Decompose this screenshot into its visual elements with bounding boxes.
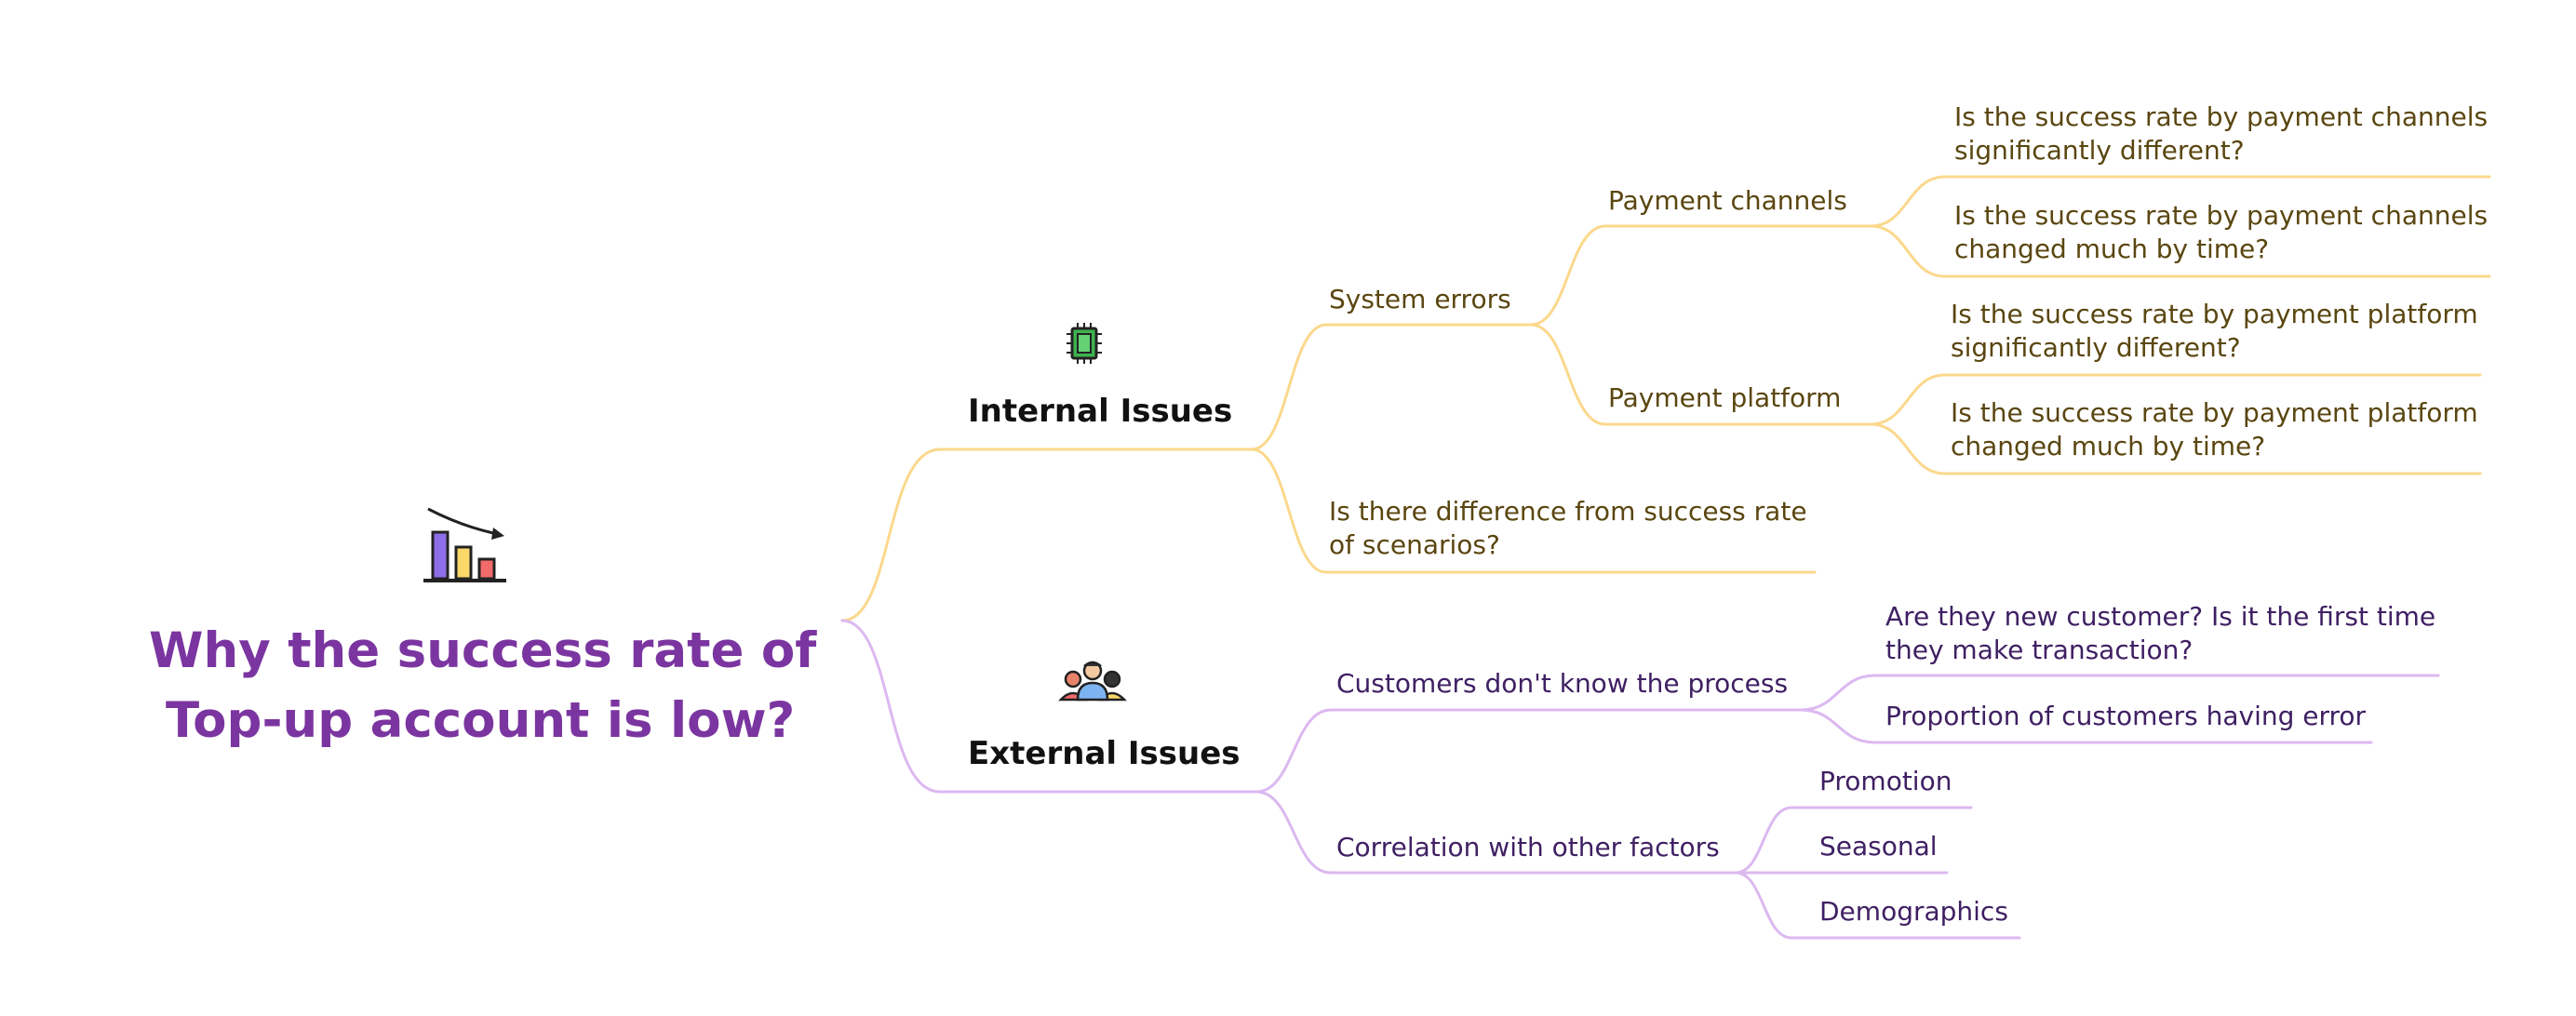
question-platform-different-line-1: Is the success rate by payment platform [1951,299,2478,329]
external-branch-lines [840,619,2440,940]
topic-proportion-error: Proportion of customers having error [1885,701,2367,731]
topic-payment-channels: Payment channels [1608,185,1847,216]
topic-correlation: Correlation with other factors [1336,832,1720,862]
central-topic-line-1: Why the success rate of [149,622,817,679]
question-channels-different-line-1: Is the success rate by payment channels [1954,101,2489,132]
main-topic-internal-issues: Internal Issues [968,393,1233,430]
topic-payment-platform: Payment platform [1608,382,1842,413]
question-scenarios-line-2: of scenarios? [1329,529,1500,560]
people-group-icon [1058,661,1127,702]
question-platform-different-line-2: significantly different? [1951,332,2241,363]
central-topic-line-2: Top-up account is low? [166,692,796,749]
question-channels-time-line-1: Is the success rate by payment channels [1954,200,2489,231]
question-new-customer-line-2: they make transaction? [1885,635,2194,665]
question-channels-different-line-2: significantly different? [1954,135,2245,166]
question-channels-time-line-2: changed much by time? [1954,234,2270,264]
factor-demographics: Demographics [1819,896,2008,927]
factor-promotion: Promotion [1819,766,1952,796]
main-topic-external-issues: External Issues [968,735,1241,772]
question-platform-time-line-2: changed much by time? [1951,431,2266,461]
internal-branch-lines [840,175,2491,622]
topic-system-errors: System errors [1329,284,1511,314]
chip-icon [1067,323,1102,364]
topic-customers-process: Customers don't know the process [1336,668,1789,699]
declining-bar-chart-icon [423,507,506,582]
question-scenarios-line-1: Is there difference from success rate [1329,496,1807,527]
question-platform-time-line-1: Is the success rate by payment platform [1951,397,2478,428]
factor-seasonal: Seasonal [1819,831,1938,862]
question-new-customer-line-1: Are they new customer? Is it the first t… [1885,601,2436,632]
